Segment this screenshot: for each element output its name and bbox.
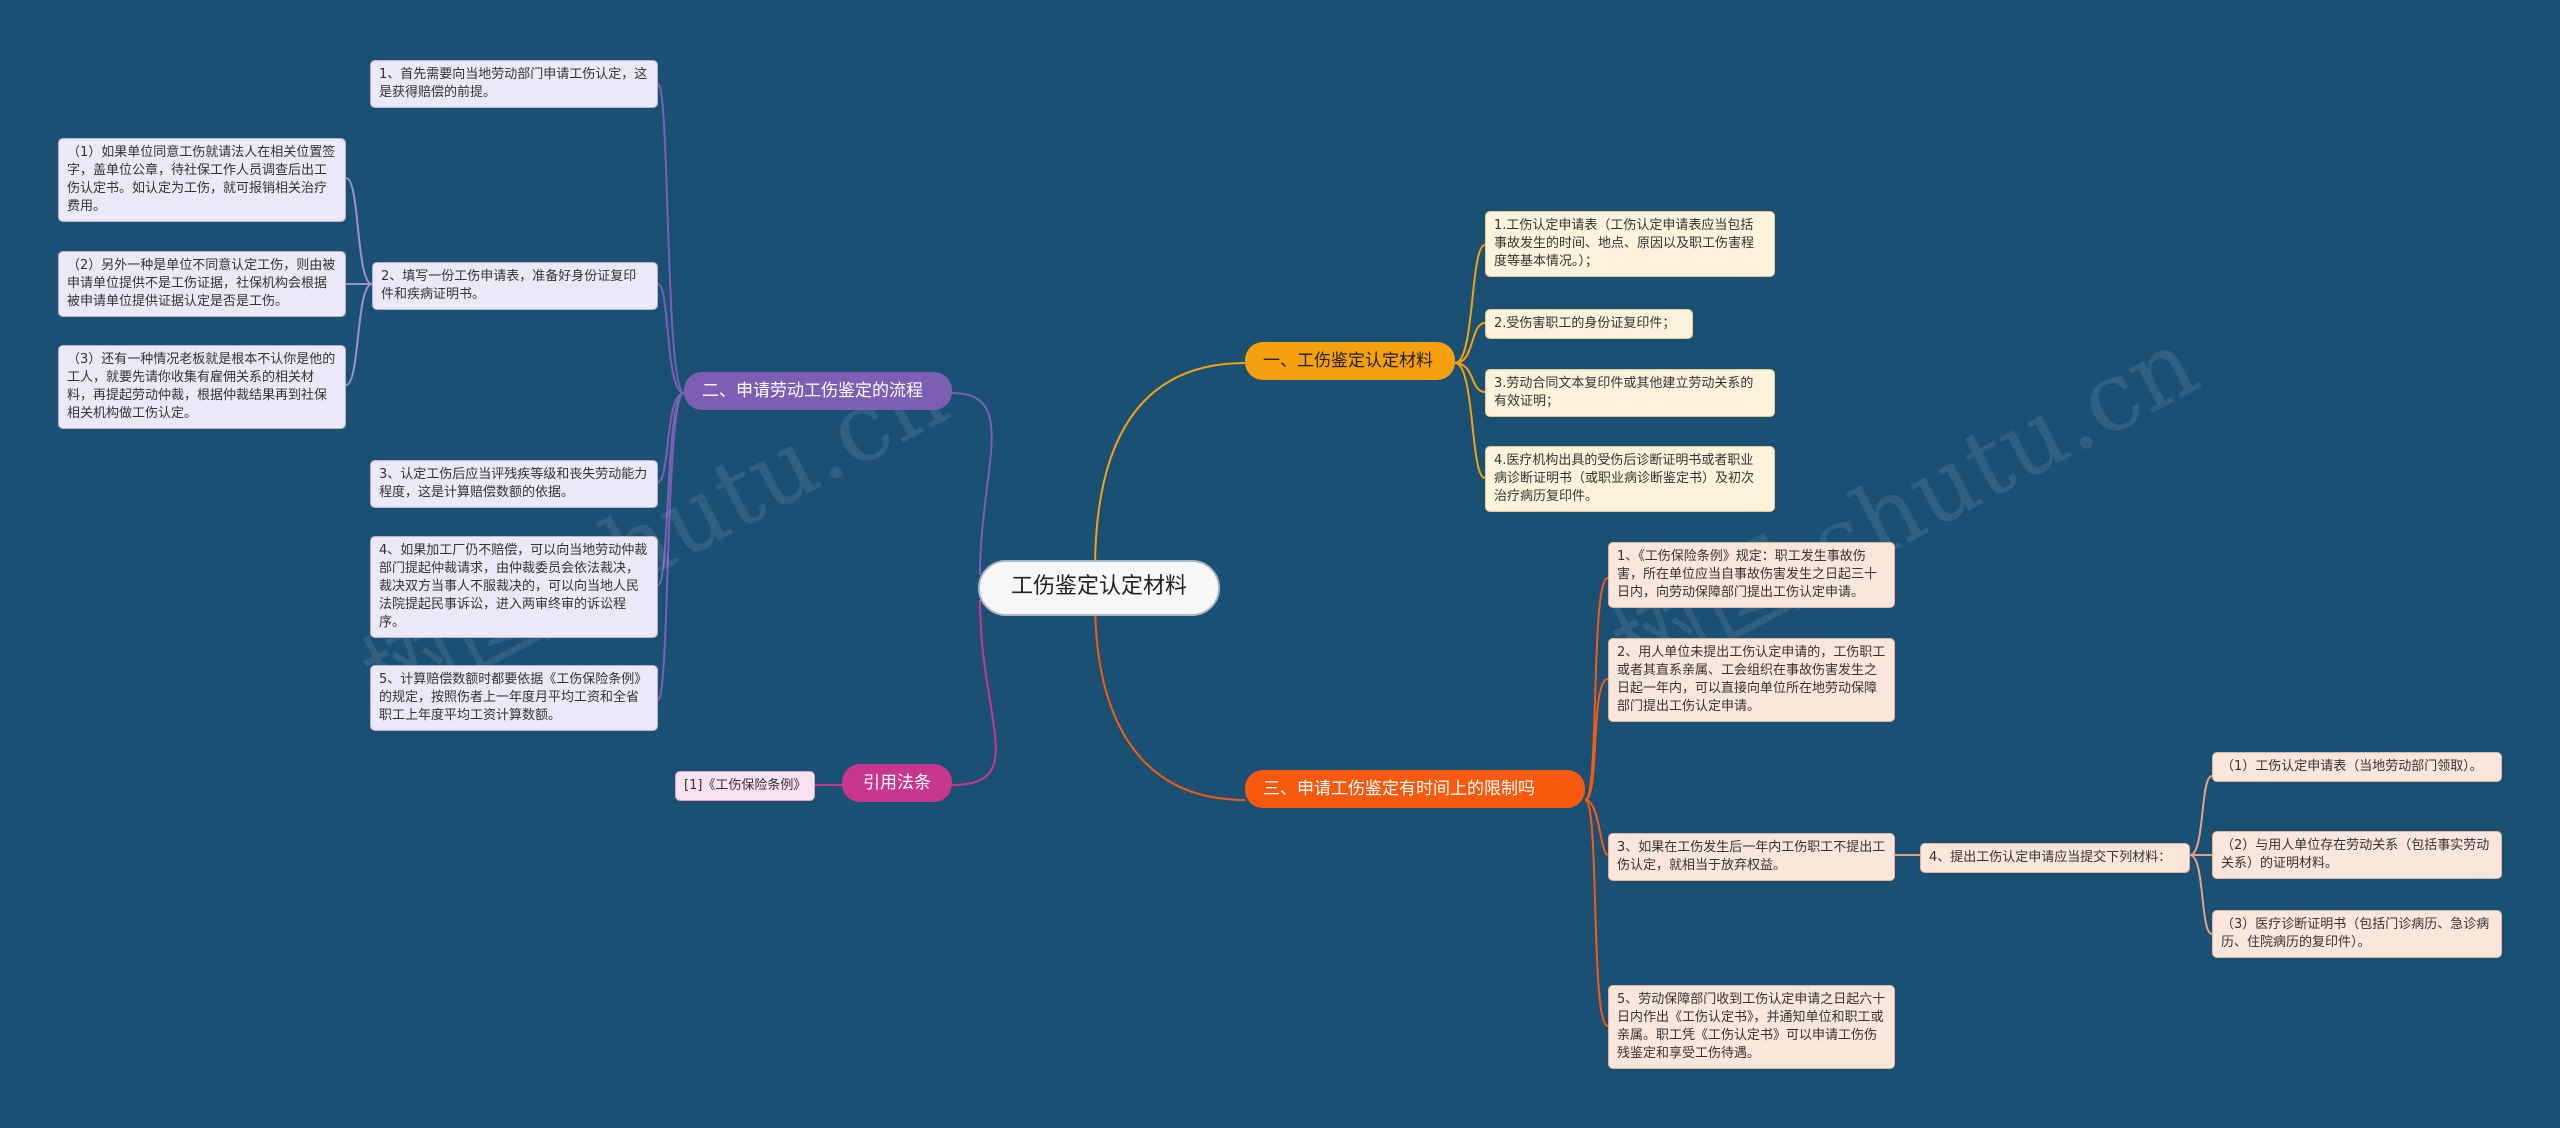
process-substep[interactable]: （1）如果单位同意工伤就请法人在相关位置签字，盖单位公章，待社保工作人员调查后出… (58, 138, 346, 222)
branch-time-limit[interactable]: 三、申请工伤鉴定有时间上的限制吗 (1245, 770, 1585, 808)
law-citation[interactable]: [1]《工伤保险条例》 (675, 771, 815, 801)
process-step[interactable]: 4、如果加工厂仍不赔偿，可以向当地劳动仲裁部门提起仲裁请求，由仲裁委员会依法裁决… (370, 536, 658, 638)
process-step[interactable]: 3、认定工伤后应当评残疾等级和丧失劳动能力程度，这是计算赔偿数额的依据。 (370, 460, 658, 508)
root-node[interactable]: 工伤鉴定认定材料 (978, 560, 1220, 616)
branch-law[interactable]: 引用法条 (842, 764, 952, 802)
process-step[interactable]: 1、首先需要向当地劳动部门申请工伤认定，这是获得赔偿的前提。 (370, 60, 658, 108)
submaterial-item[interactable]: （2）与用人单位存在劳动关系（包括事实劳动关系）的证明材料。 (2212, 831, 2502, 879)
time-limit-item[interactable]: 2、用人单位未提出工伤认定申请的，工伤职工或者其直系亲属、工会组织在事故伤害发生… (1608, 638, 1895, 722)
submaterial-item[interactable]: （3）医疗诊断证明书（包括门诊病历、急诊病历、住院病历的复印件）。 (2212, 910, 2502, 958)
process-step[interactable]: 5、计算赔偿数额时都要依据《工伤保险条例》的规定，按照伤者上一年度月平均工资和全… (370, 665, 658, 731)
materials-item[interactable]: 1.工伤认定申请表（工伤认定申请表应当包括事故发生的时间、地点、原因以及职工伤害… (1485, 211, 1775, 277)
materials-item[interactable]: 2.受伤害职工的身份证复印件； (1485, 309, 1693, 339)
link-root-b1 (1094, 362, 1246, 571)
branch-materials[interactable]: 一、工伤鉴定认定材料 (1245, 342, 1455, 380)
process-substep[interactable]: （2）另外一种是单位不同意认定工伤，则由被申请单位提供不是工伤证据，社保机构会根… (58, 251, 346, 317)
submaterial-item[interactable]: （1）工伤认定申请表（当地劳动部门领取）。 (2212, 752, 2502, 782)
time-limit-item[interactable]: 5、劳动保障部门收到工伤认定申请之日起六十日内作出《工伤认定书》，并通知单位和职… (1608, 985, 1895, 1069)
materials-item[interactable]: 4.医疗机构出具的受伤后诊断证明书或者职业病诊断证明书（或职业病诊断鉴定书）及初… (1485, 446, 1775, 512)
process-step[interactable]: 2、填写一份工伤申请表，准备好身份证复印件和疾病证明书。 (372, 262, 658, 310)
branch-process[interactable]: 二、申请劳动工伤鉴定的流程 (684, 372, 952, 410)
materials-item[interactable]: 3.劳动合同文本复印件或其他建立劳动关系的有效证明； (1485, 369, 1775, 417)
link-root-b2 (951, 392, 993, 576)
time-limit-submaterials[interactable]: 4、提出工伤认定申请应当提交下列材料： (1920, 843, 2190, 873)
link-root-b4 (951, 599, 997, 786)
link-root-b3 (1094, 599, 1246, 801)
time-limit-item[interactable]: 1、《工伤保险条例》规定：职工发生事故伤害，所在单位应当自事故伤害发生之日起三十… (1608, 542, 1895, 608)
time-limit-item[interactable]: 3、如果在工伤发生后一年内工伤职工不提出工伤认定，就相当于放弃权益。 (1608, 833, 1895, 881)
process-substep[interactable]: （3）还有一种情况老板就是根本不认你是他的工人，就要先请你收集有雇佣关系的相关材… (58, 345, 346, 429)
